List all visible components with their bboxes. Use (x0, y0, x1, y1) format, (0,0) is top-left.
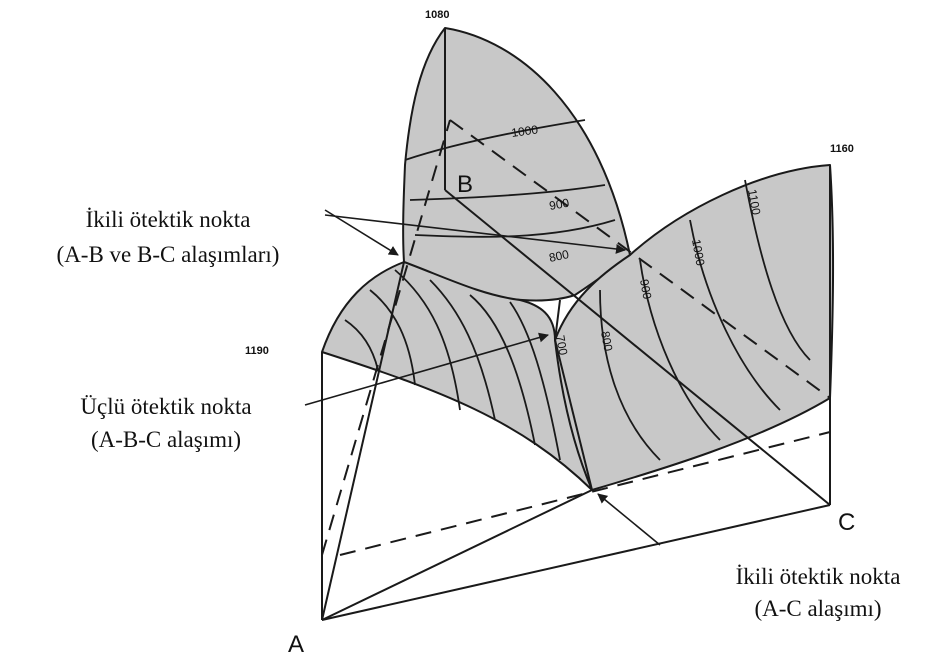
isotherm-label: 800 (598, 330, 615, 352)
svg-text:İkili ötektik nokta: İkili ötektik nokta (86, 207, 251, 232)
annotation-binary-eutectic-ab-bc: İkili ötektik nokta (A-B ve B-C alaşımla… (57, 207, 280, 267)
hidden-lines (321, 119, 831, 556)
svg-text:(A-C alaşımı): (A-C alaşımı) (754, 596, 881, 621)
annotation-binary-eutectic-ac: İkili ötektik nokta (A-C alaşımı) (736, 564, 901, 621)
svg-text:İkili ötektik nokta: İkili ötektik nokta (736, 564, 901, 589)
svg-text:(A-B ve B-C alaşımları): (A-B ve B-C alaşımları) (57, 242, 280, 267)
annotation-ternary-eutectic: Üçlü ötektik nokta (A-B-C alaşımı) (80, 394, 251, 452)
vertex-label-a: A (288, 631, 304, 658)
isotherm-label: 900 (548, 196, 570, 213)
vertex-label-b: B (457, 171, 473, 198)
isotherm-label: 800 (548, 247, 571, 265)
svg-text:Üçlü ötektik nokta: Üçlü ötektik nokta (80, 394, 251, 419)
isotherms-a (344, 269, 561, 461)
liquidus-surface-b (402, 27, 631, 302)
melting-point-b: 1080 (425, 9, 449, 21)
isotherms-c (599, 179, 811, 461)
svg-text:(A-B-C alaşımı): (A-B-C alaşımı) (91, 427, 241, 452)
isotherm-label: 1100 (745, 188, 763, 216)
melting-point-c: 1160 (830, 143, 854, 155)
prism-frame (321, 28, 831, 621)
isotherm-label: 700 (553, 334, 570, 356)
melting-point-a: 1190 (245, 345, 269, 357)
annotation-pointers (304, 209, 661, 546)
isotherm-label: 900 (637, 278, 654, 300)
isotherm-label: 1000 (510, 122, 539, 140)
isotherm-label: 1000 (689, 238, 707, 267)
isotherms-b (404, 119, 616, 238)
vertex-label-c: C (838, 509, 855, 536)
